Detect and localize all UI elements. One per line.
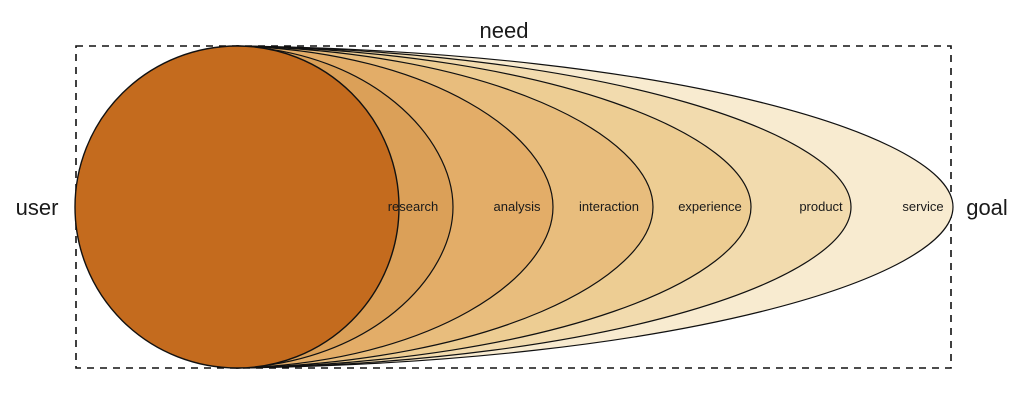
layer-label-product: product	[799, 199, 843, 214]
need-label: need	[480, 18, 529, 43]
layer-labels: service product experience interaction analy…	[388, 199, 944, 214]
layer-label-service: service	[902, 199, 943, 214]
layer-label-experience: experience	[678, 199, 742, 214]
user-label: user	[16, 195, 59, 220]
user-core-ellipse	[74, 45, 400, 369]
layer-label-analysis: analysis	[494, 199, 541, 214]
layer-label-interaction: interaction	[579, 199, 639, 214]
layer-label-research: research	[388, 199, 439, 214]
goal-label: goal	[966, 195, 1008, 220]
